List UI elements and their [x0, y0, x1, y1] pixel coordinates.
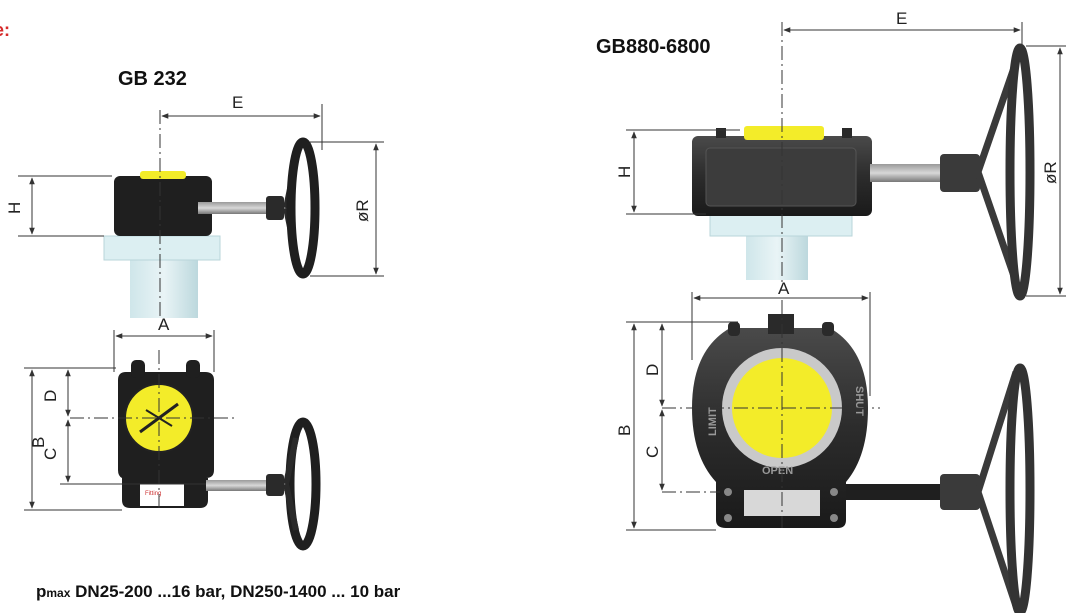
gb880-cast-label-left: LIMIT	[707, 407, 719, 436]
gb232-gearbox-body	[114, 176, 212, 236]
gb232-position-indicator	[140, 171, 186, 179]
gb232-dim-d: D	[41, 390, 60, 402]
gb232-hub	[266, 196, 284, 220]
pressure-symbol: p	[36, 582, 47, 601]
gb880-dim-c: C	[643, 446, 662, 458]
gb880-handwheel	[1005, 43, 1035, 301]
gb880-side-view: E H øR	[615, 9, 1066, 301]
gb880-cast-label-right: SHUT	[853, 386, 865, 416]
gb232-top-view: Fitting A B D C	[24, 315, 321, 551]
gb880-cast-label-bottom: OPEN	[762, 465, 793, 477]
gb880-hub	[940, 154, 980, 192]
gb232-flange	[103, 235, 221, 261]
pressure-rating-note: pmax DN25-200 ...16 bar, DN250-1400 ... …	[36, 582, 400, 602]
pressure-text: DN25-200 ...16 bar, DN250-1400 ... 10 ba…	[70, 582, 401, 601]
gb232-top-handwheel	[285, 417, 321, 551]
gb880-dim-e: E	[896, 9, 907, 28]
section-heading-fragment: e:	[0, 20, 11, 40]
gb232-nameplate	[140, 484, 184, 506]
gb880-input-shaft	[870, 164, 946, 182]
gb232-side-view: E H øR	[5, 93, 384, 320]
gb232-input-shaft	[198, 202, 278, 214]
gb880-valve-neck	[746, 230, 808, 280]
pressure-subscript: max	[46, 586, 71, 600]
gb880-dim-d: D	[643, 364, 662, 376]
gb880-flange	[709, 213, 853, 237]
gb232-dim-h: H	[5, 202, 24, 214]
gb232-title: GB 232	[118, 68, 187, 90]
gb232-dim-a: A	[158, 315, 170, 334]
gb880-position-indicator	[744, 126, 824, 140]
gb880-title: GB880-6800	[596, 36, 711, 58]
gb880-dim-r: øR	[1041, 161, 1060, 184]
gb232-dim-r: øR	[353, 199, 372, 222]
gb232-dim-e: E	[232, 93, 243, 112]
gb880-dim-h: H	[615, 166, 634, 178]
gb232-top-shaft	[206, 480, 292, 491]
gb880-top-view: LIMIT SHUT OPEN A B D C	[615, 279, 1035, 613]
gb880-top-shaft	[846, 484, 950, 500]
gb232-handwheel	[286, 137, 320, 279]
gb880-dim-b: B	[615, 425, 634, 436]
gb880-top-handwheel	[1005, 363, 1035, 613]
gb232-nameplate-text: Fitting	[145, 491, 161, 497]
gb232-dim-b: B	[29, 437, 48, 448]
gb880-dim-a: A	[778, 279, 790, 298]
gb232-dim-c: C	[41, 448, 60, 460]
